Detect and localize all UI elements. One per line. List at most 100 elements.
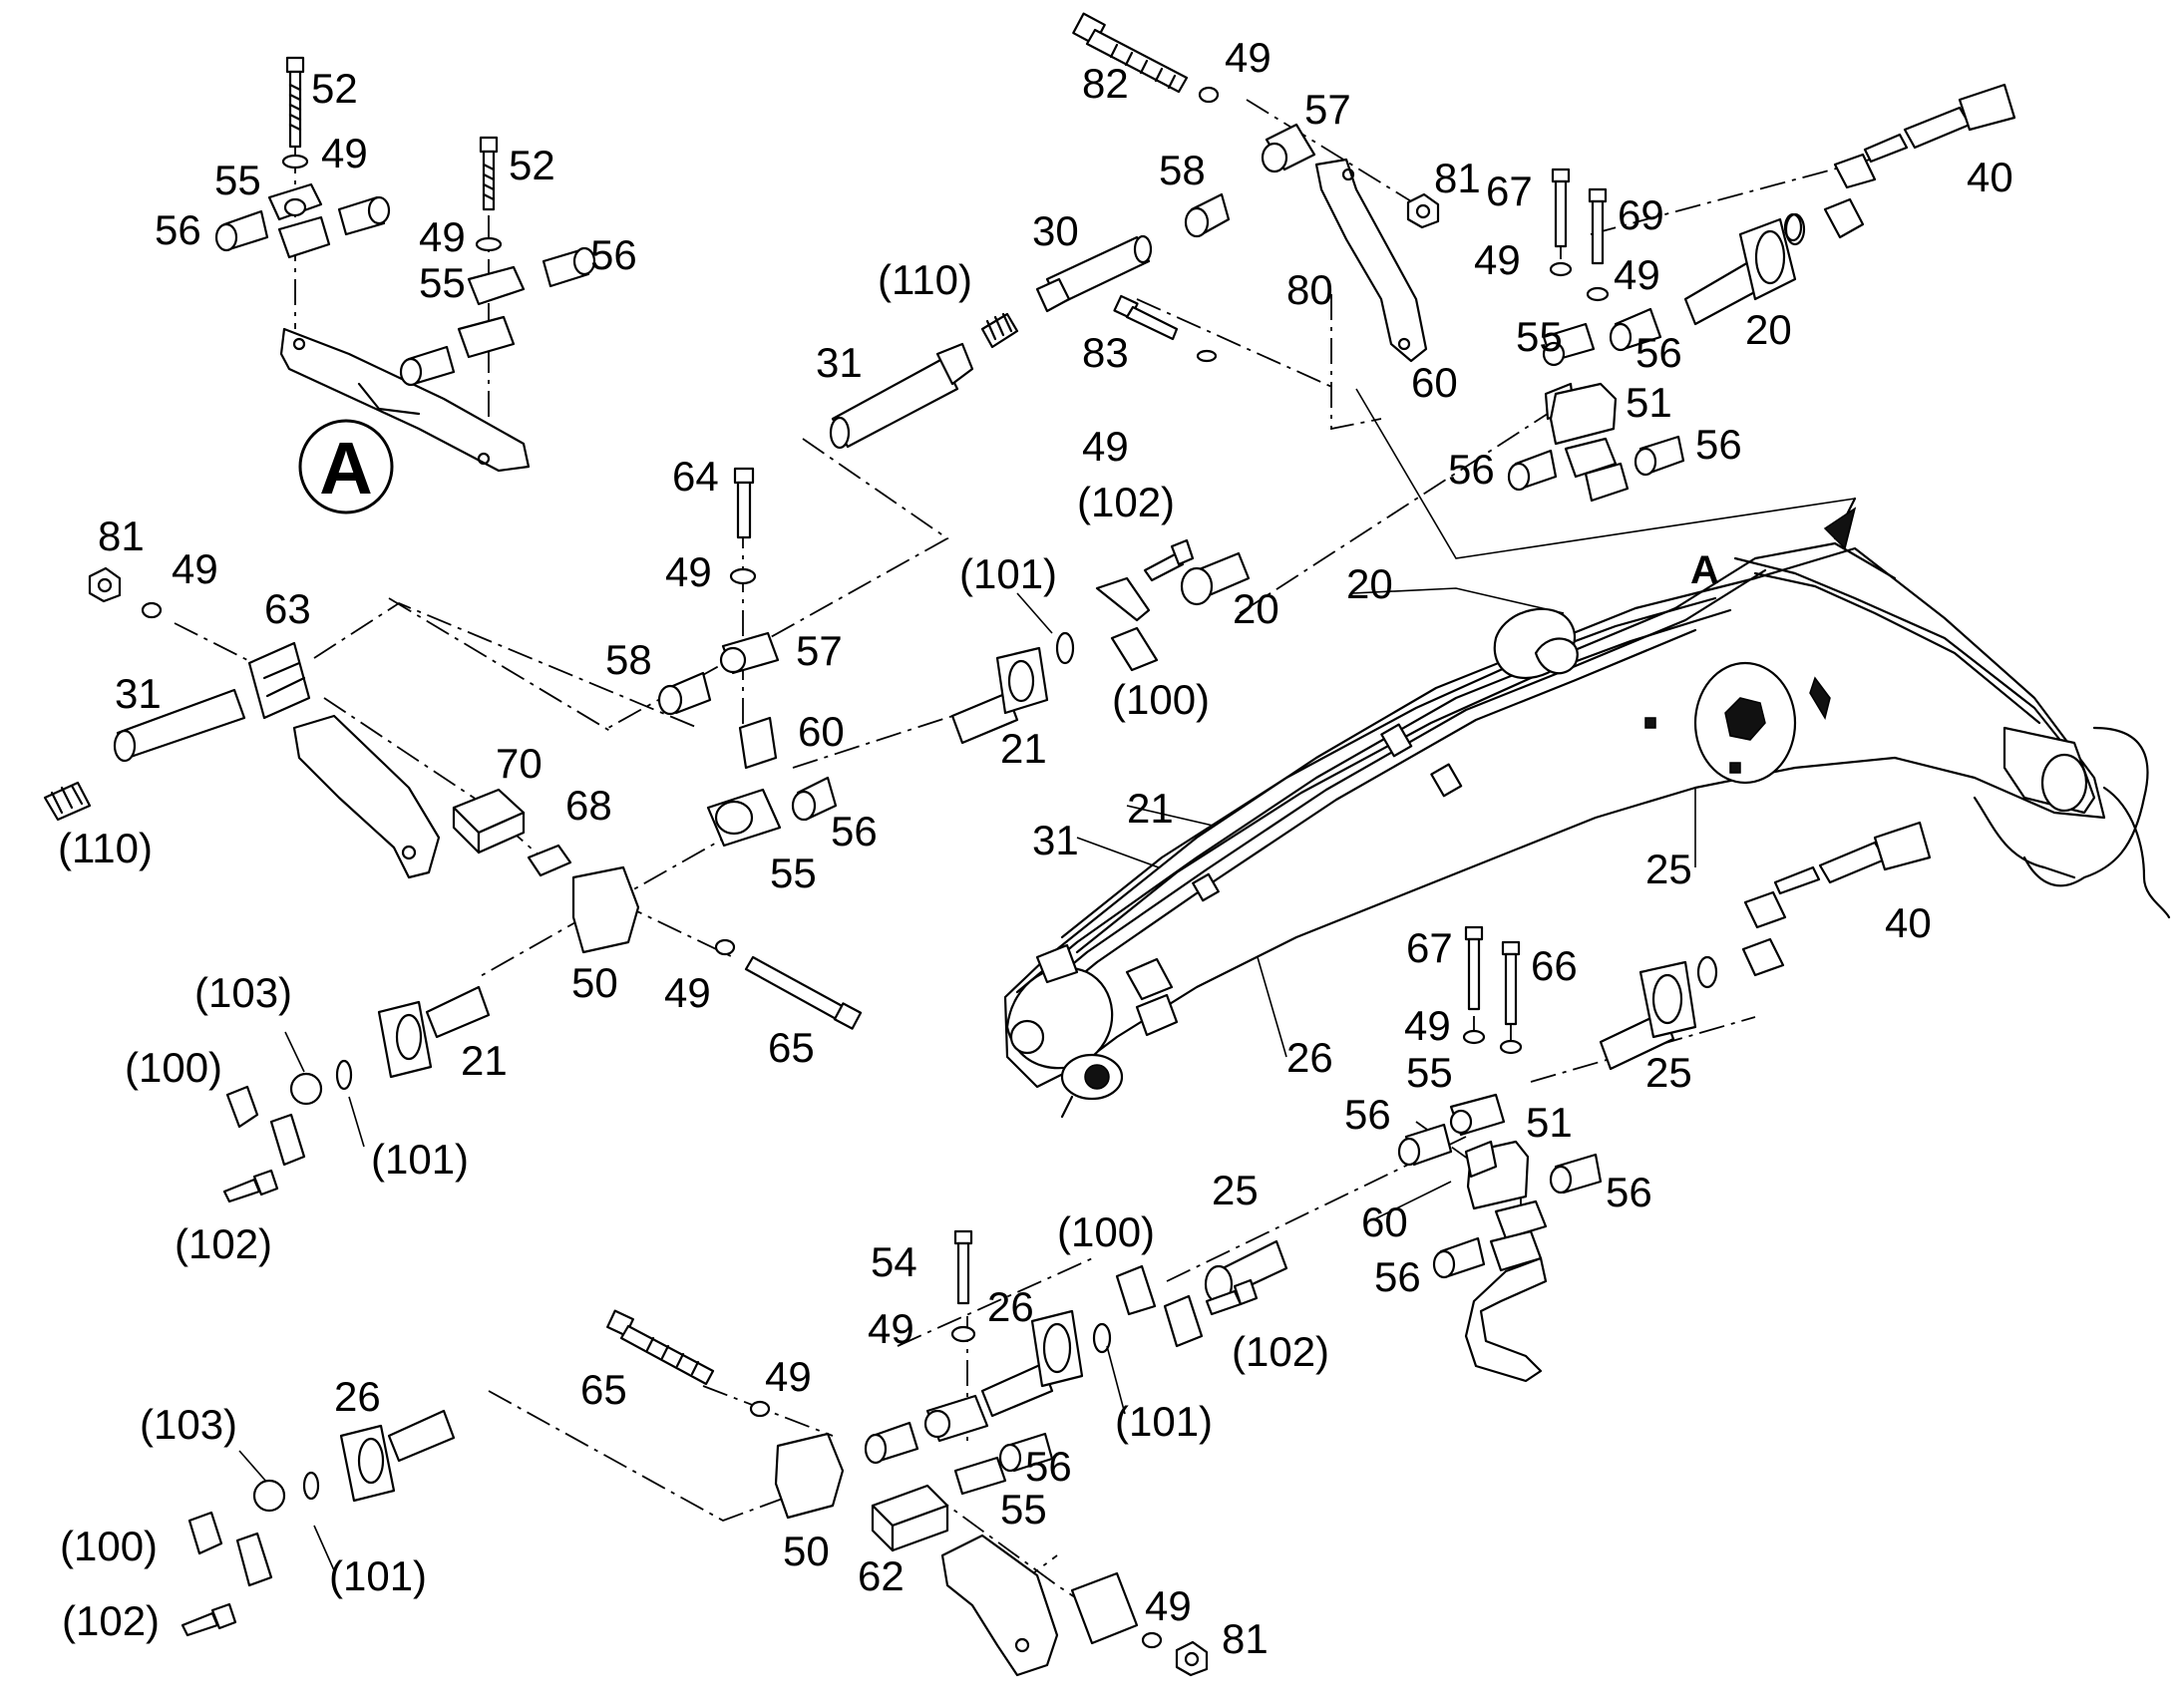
part-label: 62 — [858, 1552, 905, 1599]
part-label: 49 — [868, 1305, 914, 1352]
part-label: 51 — [1526, 1099, 1573, 1146]
flange-26-mid-icon — [980, 1309, 1084, 1418]
part-label: 20 — [1745, 306, 1792, 353]
flange-21-mid-icon — [950, 646, 1049, 745]
part-label: 52 — [509, 142, 555, 188]
hose-31-top-icon — [829, 342, 974, 450]
part-label: 81 — [1434, 155, 1481, 201]
bolt-40-icon — [1863, 83, 2016, 164]
part-label: 31 — [1032, 817, 1079, 863]
part-label: 55 — [770, 850, 817, 896]
bolt-102-left-icon — [222, 1169, 279, 1203]
oring-101-bottom-icon — [1092, 1322, 1112, 1354]
part-label: 49 — [172, 545, 218, 592]
part-label: 60 — [798, 708, 845, 755]
part-label: 31 — [816, 339, 863, 386]
part-label: 25 — [1645, 1049, 1692, 1096]
part-label: 68 — [565, 782, 612, 829]
part-label: 55 — [1516, 313, 1563, 360]
clamp-lower-icon — [1489, 1199, 1548, 1272]
sleeve-56-lower3-icon — [1432, 1236, 1486, 1279]
flange-20-mid-icon — [1180, 551, 1251, 606]
washer-49-top-icon — [1198, 86, 1220, 104]
bracket-80-icon — [1314, 158, 1428, 363]
part-label: (101) — [1115, 1398, 1213, 1445]
part-label: 55 — [1000, 1486, 1047, 1533]
washer-49-65-icon — [714, 938, 736, 956]
clamp-51-r-icon — [1549, 382, 1618, 446]
part-label: 56 — [1025, 1443, 1072, 1490]
boom-assembly: A — [1003, 497, 2171, 1119]
part-label: 26 — [334, 1373, 381, 1420]
half-flange-40-lower-icon — [1741, 890, 1787, 977]
part-label: 49 — [1225, 34, 1272, 81]
half-flange-100-mid-icon — [1110, 626, 1159, 672]
bolt-54-icon — [953, 1229, 973, 1305]
hose-31-left-icon — [113, 688, 246, 763]
bolt-67-top-icon — [1551, 168, 1571, 248]
part-label: 21 — [461, 1037, 508, 1084]
nut-81-top-icon — [1406, 192, 1440, 229]
block-70-icon — [452, 788, 526, 854]
part-label: 49 — [664, 969, 711, 1016]
part-label: 83 — [1082, 329, 1129, 376]
part-label: 49 — [1082, 423, 1129, 470]
half-flange-100-left-bottom-icon — [187, 1511, 273, 1587]
plug-103-icon — [289, 1072, 323, 1106]
part-label: (102) — [62, 1597, 160, 1644]
nut-81-left-icon — [88, 566, 122, 603]
part-label: 56 — [1344, 1091, 1391, 1138]
bracket-lower-right-icon — [1464, 1256, 1548, 1383]
clamp-55-bottom-icon — [923, 1394, 1007, 1496]
clamp-57-top-icon — [1261, 123, 1316, 173]
part-label: 20 — [1346, 560, 1393, 607]
part-label: 52 — [311, 65, 358, 112]
half-flange-100-bottom-icon — [1115, 1264, 1204, 1348]
bolt-64-icon — [733, 467, 755, 539]
part-label: 81 — [98, 512, 145, 559]
sleeve-56-r2-icon — [1507, 435, 1685, 492]
part-label: (100) — [1057, 1208, 1155, 1255]
part-label: 69 — [1618, 191, 1664, 238]
part-label: 65 — [768, 1024, 815, 1071]
oring-101-left-bottom-icon — [302, 1471, 320, 1501]
bracket-plate-left-icon — [292, 714, 441, 879]
washer-49-bottom-icon — [950, 1325, 976, 1343]
part-label: (100) — [1112, 676, 1210, 723]
washer-49-65b-icon — [749, 1400, 771, 1418]
bolt-65-top-icon — [744, 955, 863, 1030]
part-label: (101) — [959, 550, 1057, 597]
clamp-57-mid-icon — [719, 631, 780, 675]
part-label: 65 — [580, 1366, 627, 1413]
part-label: 56 — [1448, 446, 1495, 493]
block-60-lower-icon — [1464, 1140, 1498, 1179]
part-label: 56 — [155, 206, 201, 253]
flange-25-lower-icon — [1599, 960, 1697, 1071]
part-label: 25 — [1645, 846, 1692, 892]
clamp-50-top-icon — [571, 865, 640, 954]
part-label: 49 — [1145, 1582, 1192, 1629]
bolt-83-icon — [1113, 294, 1218, 363]
part-label: 49 — [1404, 1002, 1451, 1049]
flange-20-icon — [1683, 212, 1803, 326]
part-label: 56 — [1374, 1253, 1421, 1300]
washer-49-r2-icon — [1586, 286, 1610, 302]
boom-callout-a: A — [1690, 548, 1719, 592]
part-label: 40 — [1967, 154, 2013, 200]
sleeve-58-mid-icon — [657, 671, 712, 716]
fitting-110-left-icon — [43, 781, 92, 822]
clamp-55-r-icon — [1542, 322, 1596, 367]
part-label: 60 — [1411, 359, 1458, 406]
oring-25-icon — [1696, 955, 1718, 989]
part-label: 20 — [1233, 585, 1279, 632]
part-label: (100) — [60, 1523, 158, 1569]
part-label: 49 — [1614, 251, 1660, 298]
part-label: 49 — [665, 548, 712, 595]
washer-49-lw1-icon — [1462, 1029, 1486, 1045]
part-label: 60 — [1361, 1198, 1408, 1245]
part-label: 66 — [1531, 942, 1578, 989]
bolt-102-bottom-icon — [1205, 1278, 1259, 1316]
part-label: 63 — [264, 585, 311, 632]
block-62-icon — [871, 1484, 949, 1552]
block-68-icon — [527, 844, 572, 877]
